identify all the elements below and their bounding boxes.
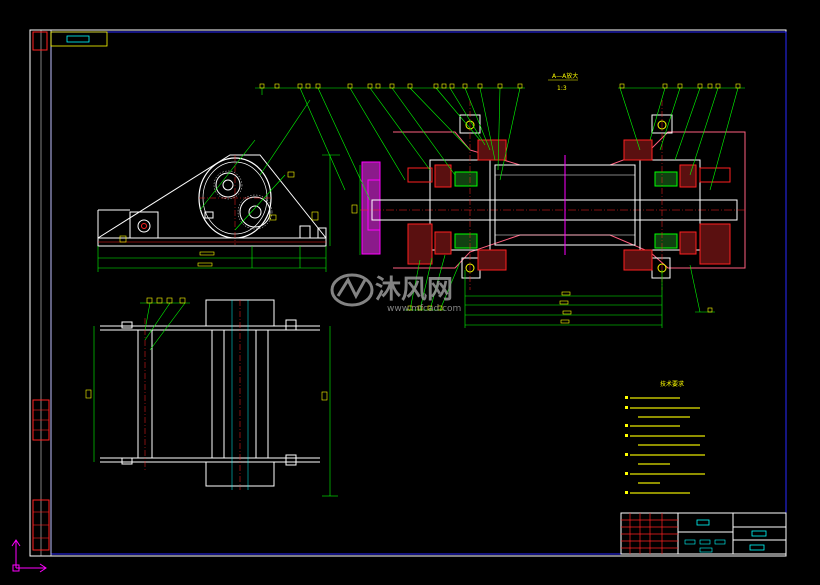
ucs-axis-icon [11,539,47,573]
watermark: 沐风网 www.mfcad.com [330,273,461,314]
section-scale: 1:3 [557,85,567,92]
tech-requirements-title: 技术要求 [660,380,684,388]
drawing-number-box [50,31,108,47]
technical-requirements-block: 技术要求 [625,380,705,494]
left-binding-strip [29,29,52,557]
top-view-rollers [85,297,338,497]
section-title: A—A放大 [552,72,578,80]
watermark-brand: 沐风网 [375,275,453,305]
watermark-url: www.mfcad.com [387,304,461,314]
title-block [620,512,787,555]
front-view-gear-support [97,99,340,272]
section-a-a-view: A—A放大 1:3 [255,72,746,328]
